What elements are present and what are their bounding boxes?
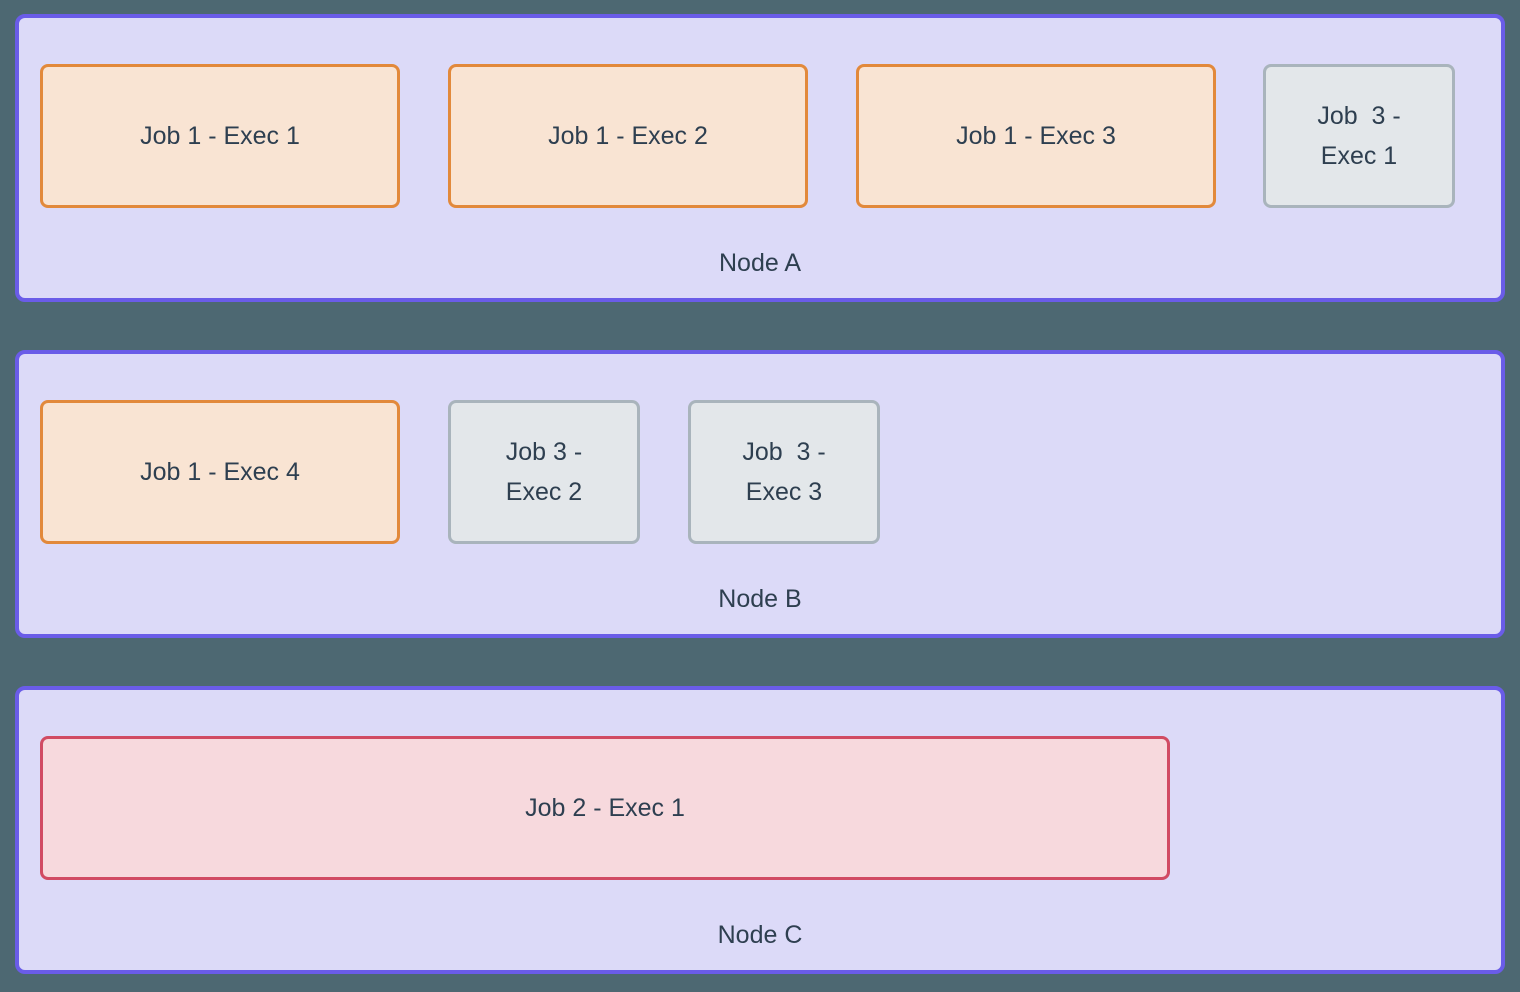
executor-job-2-exec-1: Job 2 - Exec 1 xyxy=(40,736,1170,880)
executor-label: Job 3 - Exec 2 xyxy=(505,438,583,506)
executor-job-1-exec-3: Job 1 - Exec 3 xyxy=(856,64,1216,208)
node-b: Job 1 - Exec 4 Job 3 - Exec 2 Job 3 - Exec… xyxy=(15,350,1505,638)
node-label: Node C xyxy=(717,921,803,949)
executor-label: Job 1 - Exec 1 xyxy=(140,122,300,150)
executor-label: Job 1 - Exec 2 xyxy=(548,122,708,150)
executor-label: Job 3 - Exec 1 xyxy=(1317,102,1401,170)
node-c: Job 2 - Exec 1 Node C xyxy=(15,686,1505,974)
executor-job-1-exec-4: Job 1 - Exec 4 xyxy=(40,400,400,544)
node-label: Node A xyxy=(718,249,801,277)
executor-label: Job 1 - Exec 3 xyxy=(956,122,1116,150)
executor-job-3-exec-3: Job 3 - Exec 3 xyxy=(688,400,880,544)
executor-label: Job 2 - Exec 1 xyxy=(525,794,685,822)
executor-job-1-exec-1: Job 1 - Exec 1 xyxy=(40,64,400,208)
node-label: Node B xyxy=(718,585,802,613)
executor-job-3-exec-1: Job 3 - Exec 1 xyxy=(1263,64,1455,208)
executor-label: Job 3 - Exec 3 xyxy=(742,438,826,506)
executor-job-1-exec-2: Job 1 - Exec 2 xyxy=(448,64,808,208)
executor-job-3-exec-2: Job 3 - Exec 2 xyxy=(448,400,640,544)
executor-label: Job 1 - Exec 4 xyxy=(140,458,300,486)
node-a: Job 1 - Exec 1 Job 1 - Exec 2 Job 1 - Exec… xyxy=(15,14,1505,302)
